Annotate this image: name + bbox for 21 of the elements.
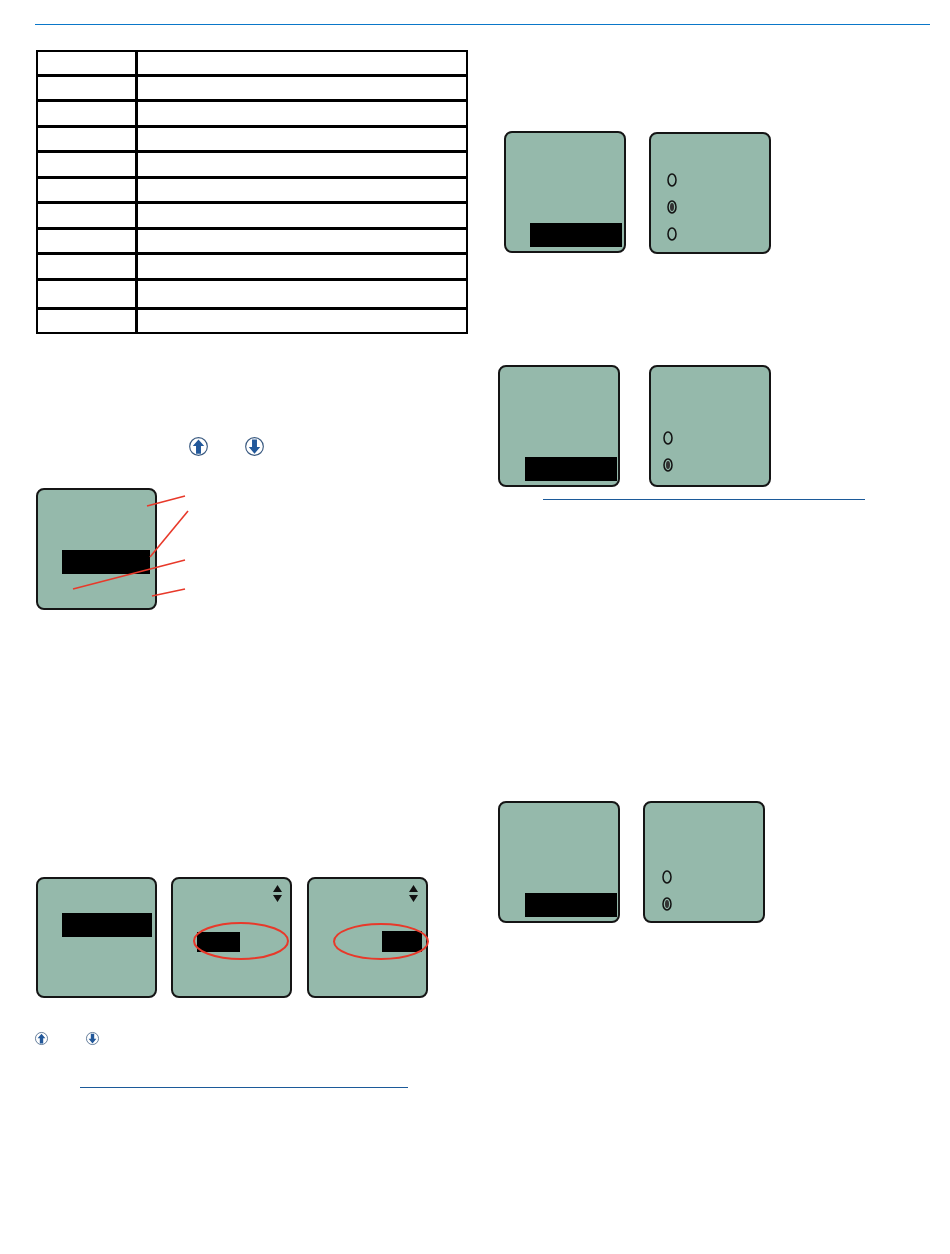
highlight-bar: [525, 893, 617, 917]
leader-line: [146, 495, 186, 507]
display-screen: [171, 877, 292, 998]
highlight-bar: [62, 913, 152, 937]
highlight-bar: [525, 457, 617, 481]
display-screen: [307, 877, 428, 998]
display-screen: [498, 801, 620, 923]
display-screen: [36, 877, 157, 998]
highlight-bar: [62, 550, 150, 574]
highlight-bar: [382, 931, 422, 952]
leader-line: [72, 559, 186, 590]
display-screen: [504, 131, 626, 253]
highlight-bar: [530, 223, 622, 247]
leader-line: [151, 588, 186, 597]
display-screen: [36, 488, 157, 610]
display-screen: [643, 801, 765, 923]
highlight-bar: [197, 932, 240, 952]
display-screen: [498, 365, 620, 487]
leader-line: [149, 510, 189, 558]
display-screen: [649, 365, 771, 487]
display-screen: [649, 132, 771, 254]
